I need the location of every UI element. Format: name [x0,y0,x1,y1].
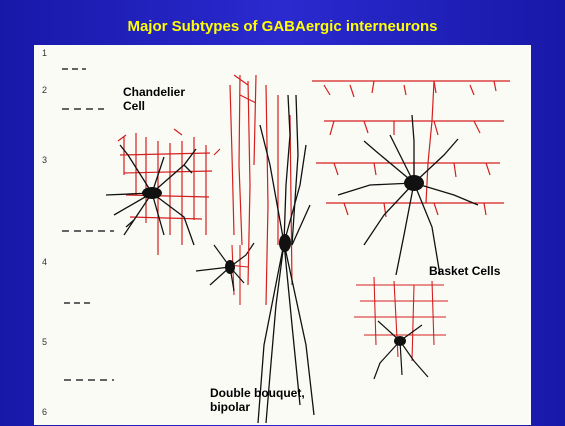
basket-cell-dendrites-large [338,115,478,275]
basket-cell-soma-large [404,175,424,191]
layer-number-3: 3 [42,155,47,165]
basket-cell-soma-small [394,336,406,346]
neuron-diagram [34,45,531,425]
slide-title: Major Subtypes of GABAergic interneurons [0,18,565,35]
figure-panel: 1 2 3 4 5 6 Chandelier Cell Basket Cells… [34,45,531,425]
double-bouquet-soma [279,234,291,252]
chandelier-cell-label: Chandelier Cell [123,85,185,113]
chandelier-soma [142,187,162,199]
chandelier-label-line-2: Cell [123,99,185,113]
layer-number-2: 2 [42,85,47,95]
small-cell-soma [225,260,235,274]
double-bouquet-label-line-1: Double bouquet, [210,386,305,400]
basket-cell-dendrites-small [374,321,428,379]
chandelier-label-line-1: Chandelier [123,85,185,99]
layer-number-4: 4 [42,257,47,267]
double-bouquet-label: Double bouquet, bipolar [210,386,305,414]
double-bouquet-label-line-2: bipolar [210,400,305,414]
layer-number-5: 5 [42,337,47,347]
layer-boundaries [62,69,114,380]
chandelier-axon [118,129,220,255]
layer-number-6: 6 [42,407,47,417]
basket-cells-label: Basket Cells [429,264,500,278]
layer-number-1: 1 [42,48,47,58]
double-bouquet-axon [230,75,292,305]
